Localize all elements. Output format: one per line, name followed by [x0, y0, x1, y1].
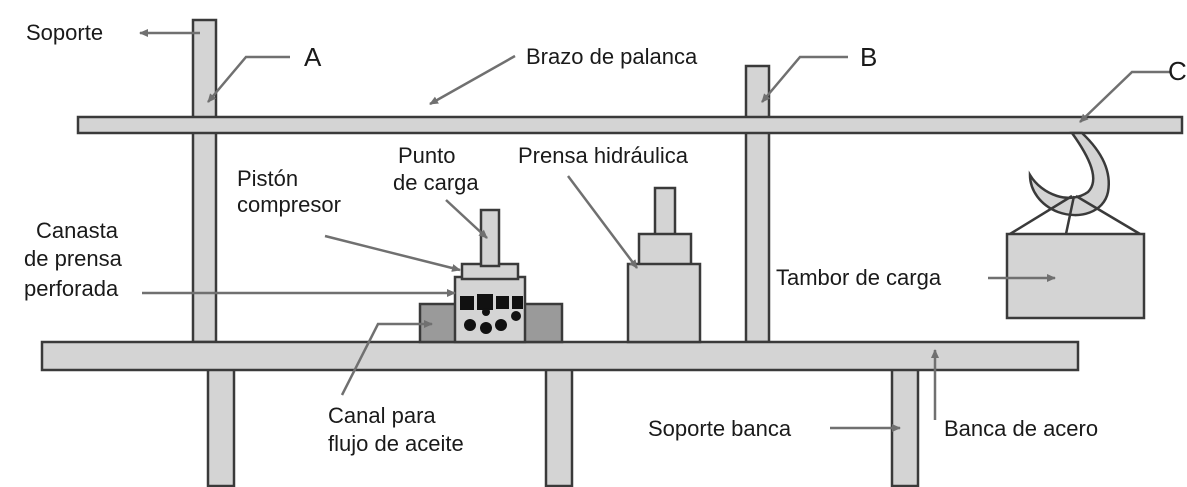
label-tambor: Tambor de carga — [776, 265, 942, 290]
basket-hole — [512, 296, 523, 309]
label-canasta-3: perforada — [24, 276, 119, 301]
steel-bench-top — [40, 340, 1080, 372]
hydraulic-press-rod — [653, 186, 677, 238]
label-piston-2: compresor — [237, 192, 341, 217]
bench-leg-middle — [544, 366, 574, 487]
basket-hole — [460, 296, 474, 310]
drum-cable-right — [1075, 194, 1141, 236]
leader-prensa — [567, 175, 638, 269]
label-canal-2: flujo de aceite — [328, 431, 464, 456]
leader-c — [1079, 70, 1170, 123]
load-point-rod — [479, 208, 501, 268]
label-canal-1: Canal para — [328, 403, 436, 428]
basket-hole — [480, 322, 492, 334]
leader-punto — [445, 199, 488, 239]
label-soporte: Soporte — [26, 20, 103, 45]
label-soporte-banca: Soporte banca — [648, 416, 792, 441]
leader-brazo — [429, 54, 516, 106]
support-b-post — [744, 64, 771, 344]
label-b: B — [860, 42, 877, 72]
basket-hole — [464, 319, 476, 331]
label-canasta-1: Canasta — [36, 218, 119, 243]
load-hook — [1028, 131, 1111, 217]
drum-cable-mid — [1064, 195, 1076, 235]
label-a: A — [304, 42, 322, 72]
basket-hole — [477, 294, 493, 310]
leader-a — [207, 55, 290, 103]
label-canasta-2: de prensa — [24, 246, 123, 271]
leader-canal — [340, 320, 433, 396]
leader-piston — [324, 234, 461, 272]
label-piston-1: Pistón — [237, 166, 298, 191]
leader-b — [761, 55, 848, 103]
label-punto-2: de carga — [393, 170, 479, 195]
label-punto-1: Punto — [398, 143, 456, 168]
hydraulic-press-cap — [637, 232, 693, 268]
lever-arm — [76, 115, 1184, 135]
bench-leg-left — [206, 366, 236, 487]
label-c: C — [1168, 56, 1187, 86]
label-brazo: Brazo de palanca — [526, 44, 698, 69]
drum-cable-left — [1009, 194, 1073, 236]
label-banca: Banca de acero — [944, 416, 1098, 441]
basket-hole — [496, 296, 509, 309]
basket-hole — [511, 311, 521, 321]
basket-hole — [482, 308, 490, 316]
load-drum — [1005, 232, 1146, 320]
basket-hole — [495, 319, 507, 331]
hydraulic-press-body — [626, 262, 702, 344]
label-prensa: Prensa hidráulica — [518, 143, 689, 168]
